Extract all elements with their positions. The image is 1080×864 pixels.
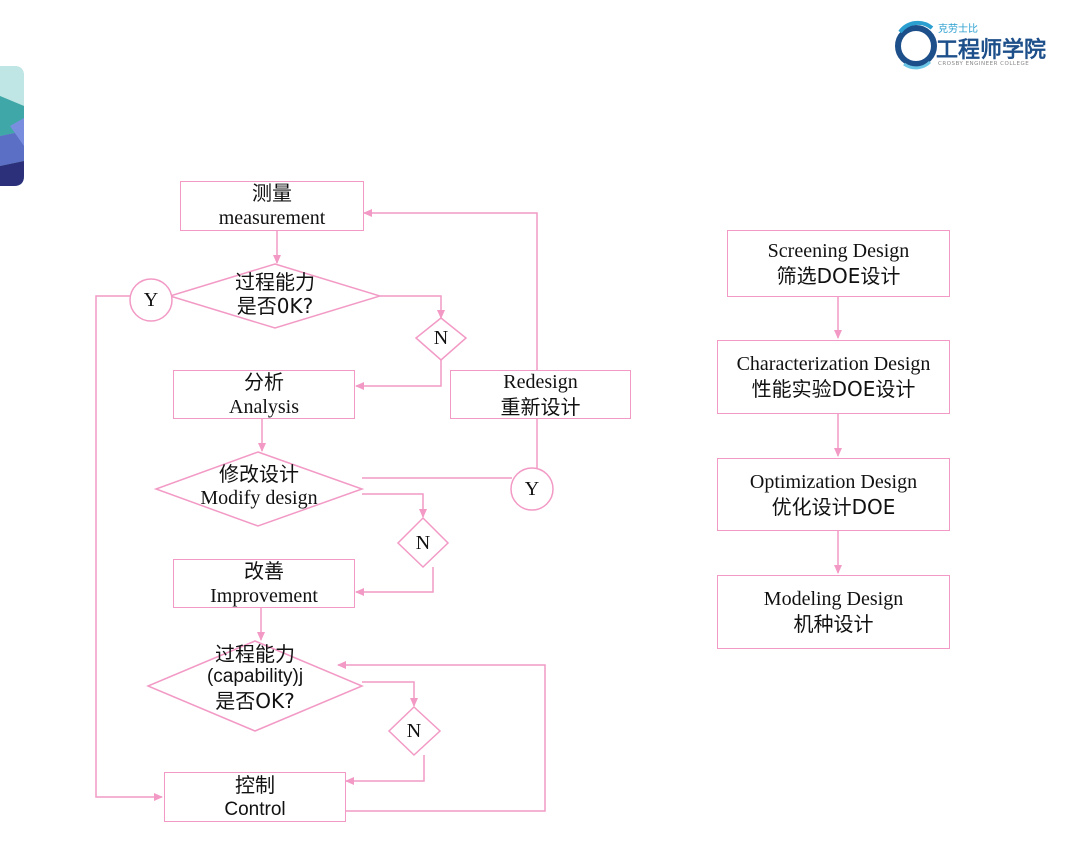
n-diamond-3 [387,705,442,757]
logo-main-text: 工程师学院 [936,38,1047,63]
modeling-design-box: Modeling Design 机种设计 [717,575,950,649]
logo-sub-text: CROSBY ENGINEER COLLEGE [938,61,1030,67]
y-label-1: Y [143,289,159,311]
decision-1-zh1: 过程能力 [235,270,315,294]
decision-2-label: 修改设计 Modify design [178,462,340,510]
control-en: Control [224,798,286,820]
improvement-zh: 改善 [244,558,284,583]
redesign-zh: 重新设计 [500,394,581,419]
decision-1-zh2: 是否0K? [236,294,314,318]
decision-1-label: 过程能力 是否0K? [205,270,345,318]
screening-zh: 筛选DOE设计 [776,263,901,288]
y-circle-2 [510,467,554,511]
decision-3-en: (capability)j [206,666,304,687]
n-diamond-2 [396,516,450,569]
characterization-design-box: Characterization Design 性能实验DOE设计 [717,340,950,414]
decorative-side-tab [0,66,24,186]
screening-en: Screening Design [767,239,910,262]
decision-3-zh2: 是否OK? [215,688,295,713]
measurement-en: measurement [218,207,326,229]
n-label-1: N [433,327,449,349]
optimization-design-box: Optimization Design 优化设计DOE [717,458,950,531]
measurement-zh: 测量 [252,181,292,205]
modeling-zh: 机种设计 [793,612,874,636]
decision-diamond-3 [146,640,364,732]
decision-diamond-1 [167,263,383,329]
characterization-en: Characterization Design [736,353,931,375]
college-logo: 克劳士比 工程师学院 CROSBY ENGINEER COLLEGE [890,16,1050,76]
analysis-zh: 分析 [244,369,284,394]
modeling-en: Modeling Design [763,588,904,610]
screening-design-box: Screening Design 筛选DOE设计 [727,230,950,297]
decision-3-zh1: 过程能力 [215,642,295,666]
decision-3-label: 过程能力 (capability)j 是否OK? [185,642,325,713]
decision-2-en: Modify design [200,487,318,509]
n-label-3: N [406,720,422,742]
decision-diamond-2 [153,451,365,527]
control-box: 控制 Control [164,772,346,822]
redesign-en: Redesign [503,370,578,393]
logo-ring-icon [895,20,937,70]
y-circle-1 [129,278,173,322]
improvement-en: Improvement [210,584,318,607]
analysis-box: 分析 Analysis [173,370,355,419]
logo-small-text: 克劳士比 [938,24,978,35]
n-label-2: N [415,532,431,554]
decision-2-zh: 修改设计 [219,462,299,486]
y-label-2: Y [524,478,540,500]
redesign-box: Redesign 重新设计 [450,370,631,419]
control-zh: 控制 [235,772,275,797]
optimization-zh: 优化设计DOE [771,494,896,519]
characterization-zh: 性能实验DOE设计 [751,377,916,401]
improvement-box: 改善 Improvement [173,559,355,608]
optimization-en: Optimization Design [749,470,918,493]
analysis-en: Analysis [229,395,299,418]
measurement-box: 测量 measurement [180,181,364,231]
